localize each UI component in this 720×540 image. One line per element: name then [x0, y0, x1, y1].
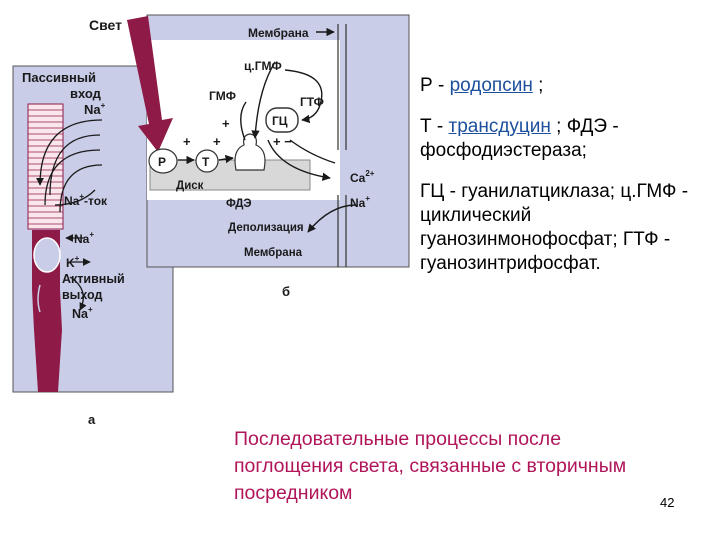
legend-line-1: Р - родопсин ; [420, 74, 710, 98]
slide-caption: Последовательные процессы после поглощен… [234, 426, 654, 507]
outer-segment [28, 104, 63, 229]
label-passive-1: Пассивный [22, 70, 96, 85]
label-b: б [282, 284, 290, 299]
label-gc: ГЦ [272, 114, 288, 128]
label-depol: Деполизация [228, 222, 304, 234]
label-svet: Свет [89, 17, 122, 33]
label-a: а [88, 412, 96, 427]
label-plus-1: + [183, 134, 191, 149]
label-pde: ФДЭ [226, 198, 252, 210]
label-cgmp: ц.ГМФ [244, 59, 282, 73]
label-passive-2: вход [70, 86, 102, 101]
label-t: Т [202, 155, 210, 169]
label-membrana-top: Мембрана [248, 26, 309, 40]
link-transducin[interactable]: трансдуцин [449, 116, 551, 137]
phototransduction-figure: Пассивный вход Na+ Na+-ток Na+ K+ Активн… [0, 0, 420, 430]
rod-nucleus [34, 238, 60, 272]
label-gmp: ГМФ [209, 89, 236, 103]
label-na-tok: Na+-ток [64, 192, 108, 208]
label-active-2: выход [62, 288, 102, 302]
page-number: 42 [660, 495, 674, 510]
legend: Р - родопсин ; Т - трансдуцин ; ФДЭ - фо… [420, 74, 710, 293]
link-rhodopsin[interactable]: родопсин [450, 75, 533, 96]
label-gtp: ГТФ [300, 95, 324, 109]
label-active-1: Активный [62, 272, 125, 286]
legend-line-2: Т - трансдуцин ; ФДЭ - фосфодиэстераза; [420, 115, 710, 163]
label-p: Р [158, 155, 166, 169]
label-membrana-bottom: Мембрана [244, 247, 303, 259]
label-plus-3: + [222, 116, 230, 131]
label-plusminus: + − [273, 134, 292, 149]
legend-line-3: ГЦ - гуанилатциклаза; ц.ГМФ - циклически… [420, 180, 710, 276]
label-plus-2: + [213, 134, 221, 149]
label-disk: Диск [176, 180, 204, 192]
